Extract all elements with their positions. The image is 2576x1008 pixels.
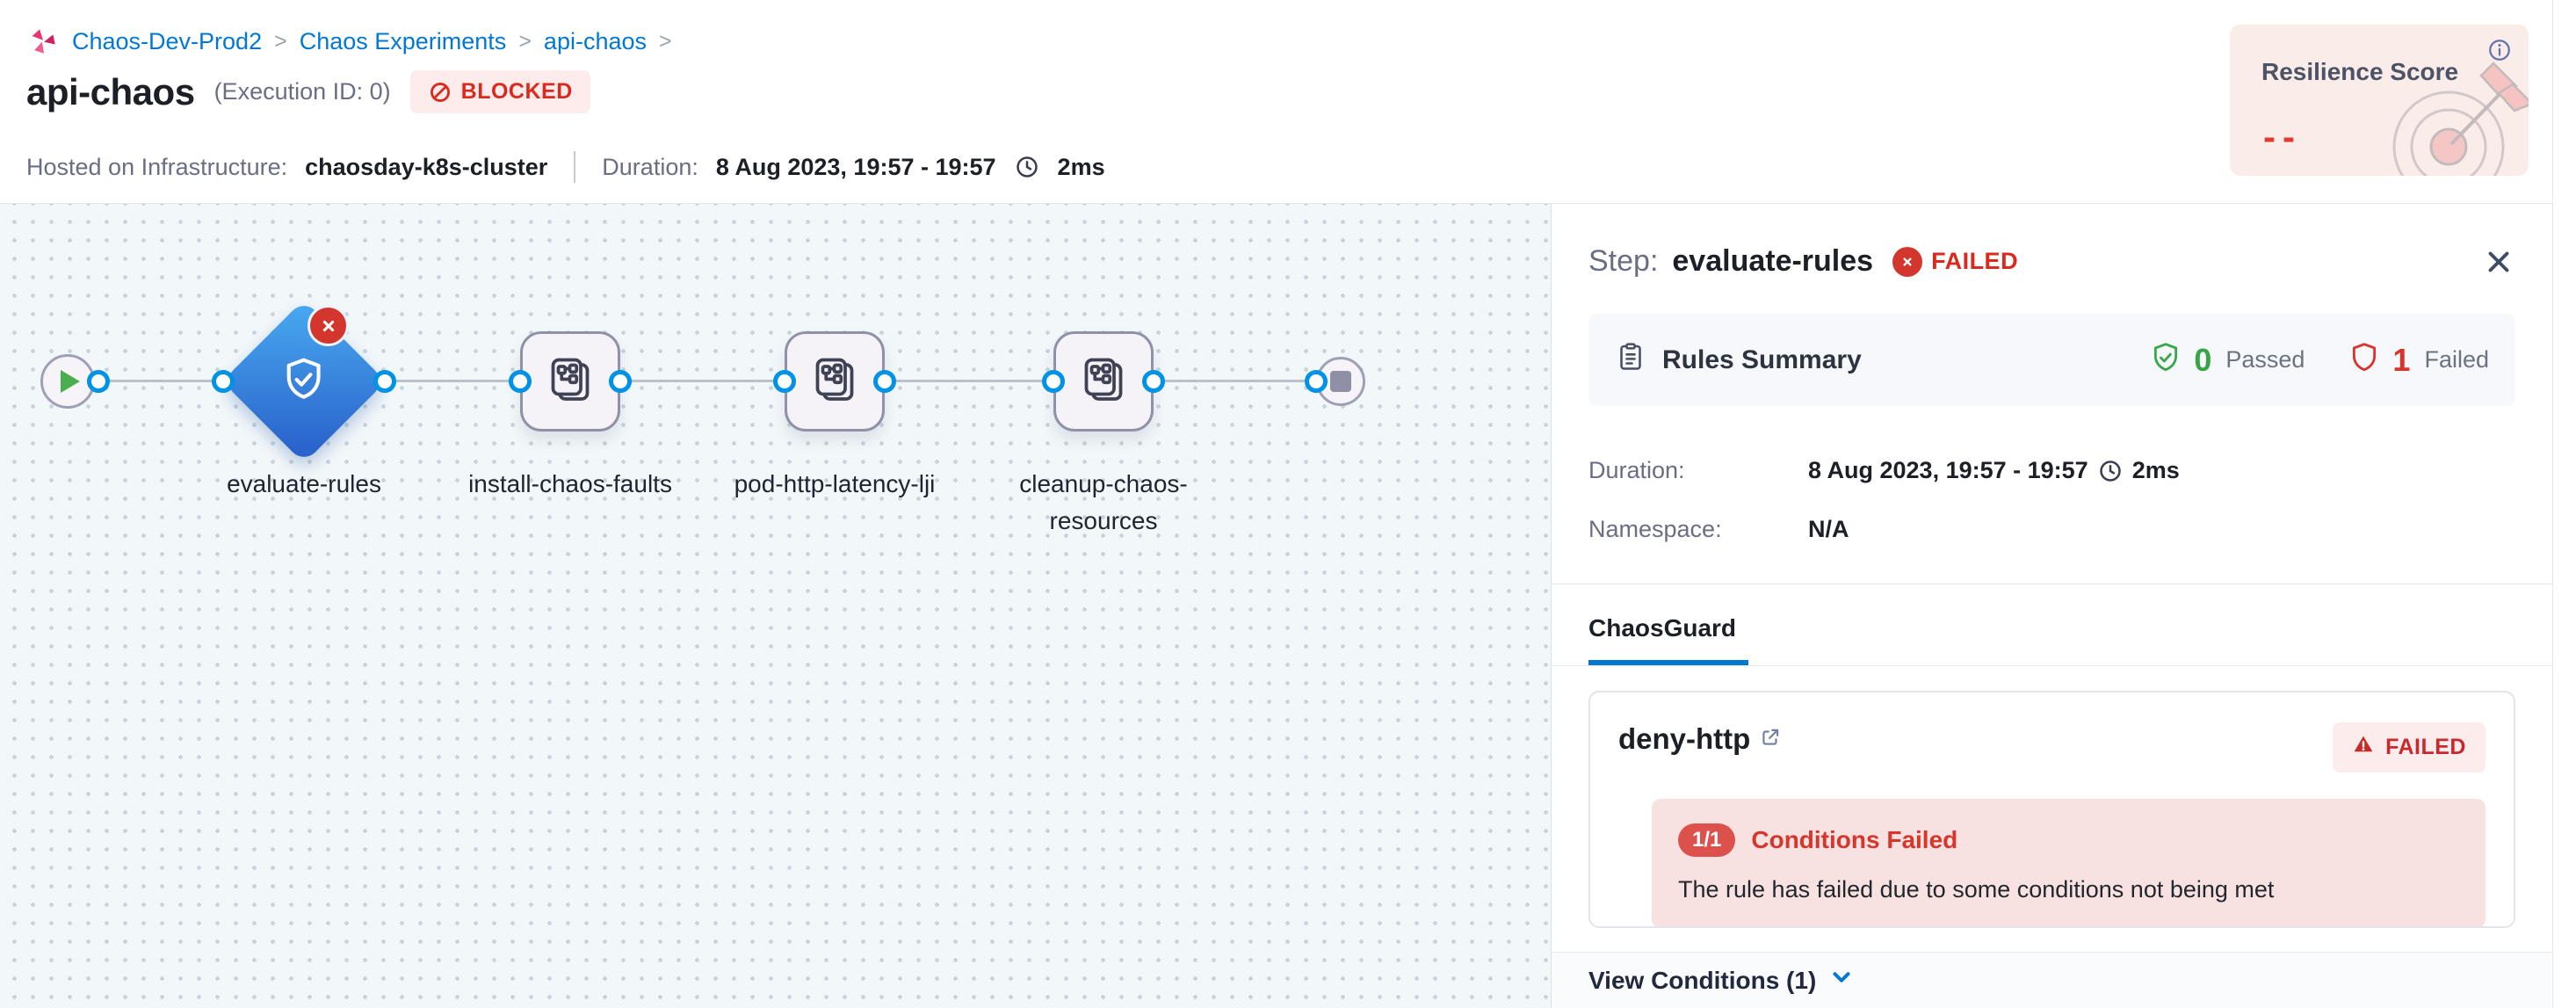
breadcrumb-project[interactable]: Chaos-Dev-Prod2	[72, 27, 263, 54]
step-status-chip: FAILED	[1892, 246, 2019, 277]
info-icon[interactable]	[2486, 37, 2513, 68]
infra-label: Hosted on Infrastructure:	[26, 153, 288, 180]
warning-triangle-icon	[2352, 733, 2375, 762]
page-header: Chaos-Dev-Prod2 > Chaos Experiments > ap…	[0, 0, 2552, 204]
target-arrow-illustration	[2392, 62, 2529, 176]
rules-failed-count: 1 Failed	[2347, 340, 2489, 380]
resilience-score-title: Resilience Score	[2261, 58, 2459, 85]
node-label: install-chaos-faults	[468, 470, 672, 497]
breadcrumb-separator: >	[274, 28, 287, 54]
node-install-chaos-faults[interactable]	[520, 331, 620, 431]
node-label: pod-http-latency-lji	[734, 470, 936, 497]
conditions-ratio-pill: 1/1	[1678, 823, 1736, 857]
port-dot[interactable]	[87, 370, 110, 393]
view-conditions-button[interactable]: View Conditions (1)	[1588, 964, 1855, 997]
port-dot[interactable]	[373, 370, 396, 393]
conditions-failed-alert: 1/1 Conditions Failed The rule has faile…	[1652, 799, 2486, 926]
error-x-badge	[308, 305, 349, 346]
tab-chaosguard[interactable]: ChaosGuard	[1588, 607, 1749, 665]
steps-script-icon	[808, 353, 861, 410]
execution-id: (Execution ID: 0)	[213, 78, 391, 105]
port-dot[interactable]	[1142, 370, 1165, 393]
error-x-icon	[1892, 246, 1923, 277]
port-dot[interactable]	[773, 370, 796, 393]
step-status-label: FAILED	[1931, 248, 2019, 274]
pipeline-edge	[83, 380, 1324, 382]
namespace-label: Namespace:	[1588, 516, 1722, 542]
step-label: Step:	[1588, 244, 1659, 278]
rules-passed-count: 0 Passed	[2148, 340, 2305, 380]
breadcrumb-separator: >	[659, 28, 672, 54]
step-details-panel: Step: evaluate-rules FAILED	[1551, 204, 2552, 1008]
clipboard-icon	[1615, 341, 1646, 380]
step-details-header: Step: evaluate-rules FAILED	[1588, 244, 2515, 279]
port-dot[interactable]	[212, 370, 235, 393]
breadcrumb: Chaos-Dev-Prod2 > Chaos Experiments > ap…	[26, 25, 672, 58]
close-icon[interactable]	[2482, 245, 2515, 279]
title-row: api-chaos (Execution ID: 0) BLOCKED	[26, 70, 590, 113]
stop-icon	[1330, 371, 1351, 392]
conditions-failed-message: The rule has failed due to some conditio…	[1678, 876, 2275, 903]
breadcrumb-experiment-name[interactable]: api-chaos	[543, 27, 647, 54]
breadcrumb-separator: >	[518, 28, 532, 54]
namespace-value: N/A	[1808, 516, 1849, 542]
conditions-failed-title: Conditions Failed	[1751, 826, 1958, 853]
page-title: api-chaos	[26, 70, 195, 112]
port-dot[interactable]	[609, 370, 632, 393]
steps-script-icon	[1077, 353, 1130, 410]
rule-card-deny-http: deny-http	[1588, 691, 2515, 928]
duration-elapsed: 2ms	[1057, 153, 1105, 180]
resilience-score-value: --	[2263, 116, 2302, 157]
rule-status-label: FAILED	[2385, 735, 2466, 759]
panel-footer: View Conditions (1)	[1552, 952, 2552, 1008]
clock-icon	[2097, 458, 2124, 484]
external-link-icon[interactable]	[1759, 722, 1782, 756]
pipeline-canvas[interactable]: evaluate-rules install-chaos-faults pod-…	[0, 204, 1551, 1008]
duration-label: Duration:	[602, 153, 698, 180]
step-meta: Duration: 8 Aug 2023, 19:57 - 19:57 2ms …	[1588, 457, 2515, 543]
node-pod-http-latency-lji[interactable]	[785, 331, 885, 431]
page-scrollbar[interactable]	[2552, 0, 2576, 1008]
duration-value: 8 Aug 2023, 19:57 - 19:57	[715, 153, 996, 180]
header-meta-row: Hosted on Infrastructure: chaosday-k8s-c…	[26, 151, 1105, 183]
shield-check-green-icon	[2148, 340, 2183, 380]
infra-value: chaosday-k8s-cluster	[305, 153, 548, 180]
status-badge-blocked: BLOCKED	[409, 70, 590, 113]
node-label: cleanup-chaos-resources	[1019, 470, 1188, 534]
pipeline-start-node[interactable]	[40, 354, 95, 409]
pipeline-end-node[interactable]	[1316, 357, 1365, 406]
port-dot[interactable]	[509, 370, 532, 393]
status-badge-label: BLOCKED	[460, 79, 573, 104]
clock-icon	[1014, 154, 1040, 180]
shield-red-icon	[2347, 340, 2382, 380]
rule-status-badge: FAILED	[2333, 722, 2486, 772]
port-dot[interactable]	[1305, 370, 1328, 393]
view-conditions-label: View Conditions (1)	[1588, 966, 1817, 994]
node-label: evaluate-rules	[227, 470, 381, 497]
breadcrumb-experiments[interactable]: Chaos Experiments	[299, 27, 507, 54]
rule-name: deny-http	[1618, 722, 1751, 755]
step-duration-label: Duration:	[1588, 457, 1685, 483]
step-name: evaluate-rules	[1672, 244, 1874, 278]
rules-summary-title: Rules Summary	[1662, 344, 1862, 374]
step-duration-elapsed: 2ms	[2131, 457, 2180, 483]
step-duration-value: 8 Aug 2023, 19:57 - 19:57	[1808, 457, 2088, 483]
play-icon	[61, 370, 80, 393]
node-cleanup-chaos-resources[interactable]	[1053, 331, 1154, 431]
chevron-down-icon	[1828, 964, 1855, 997]
blocked-icon	[428, 80, 452, 105]
chaos-logo-icon[interactable]	[26, 25, 60, 58]
port-dot[interactable]	[1042, 370, 1065, 393]
rule-name-link[interactable]: deny-http	[1618, 722, 1782, 756]
resilience-score-card: Resilience Score --	[2230, 25, 2529, 176]
node-evaluate-rules[interactable]	[221, 299, 387, 464]
shield-check-icon	[279, 354, 329, 410]
steps-script-icon	[544, 353, 597, 410]
port-dot[interactable]	[873, 370, 896, 393]
meta-divider	[574, 151, 576, 183]
panel-tabs: ChaosGuard	[1552, 607, 2552, 666]
rules-summary-bar: Rules Summary 0 Passed	[1588, 314, 2515, 406]
